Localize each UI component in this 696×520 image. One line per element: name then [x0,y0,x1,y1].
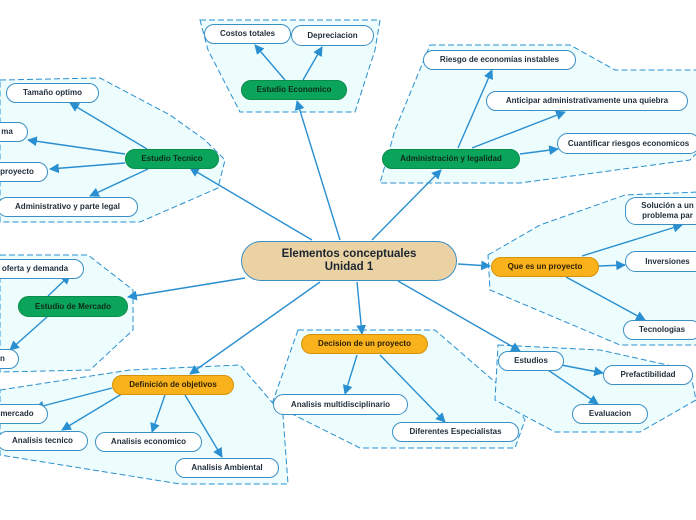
node-depreciacion[interactable]: Depreciacion [291,25,374,46]
node-estudio-mercado[interactable]: Estudio de Mercado [18,296,128,317]
node-analisis-tecnico[interactable]: Analisis tecnico [0,431,88,451]
node-solucion-line1: Solución a un [641,201,694,210]
node-prefactibilidad[interactable]: Prefactibilidad [603,365,693,385]
node-analisis-ambiental[interactable]: Analisis Ambiental [175,458,279,478]
node-cuantificar-riesgos[interactable]: Cuantificar riesgos economicos [557,133,696,154]
node-proyecto[interactable]: proyecto [0,162,48,182]
node-riesgo-economias[interactable]: Riesgo de economías instables [423,50,576,70]
region-estudio-tecnico [0,77,226,223]
node-solucion-line2: problema par [642,211,693,220]
node-oferta-demanda[interactable]: oferta y demanda [0,259,84,279]
node-mercado[interactable]: mercado [0,404,48,424]
node-que-es-proyecto[interactable]: Que es un proyecto [491,257,599,277]
node-costos-totales[interactable]: Costos totales [204,24,291,44]
node-decision-proyecto[interactable]: Decision de un proyecto [301,334,428,354]
node-solucion-problema[interactable]: Solución a un problema par [625,197,696,225]
node-tecnologias[interactable]: Tecnologias [623,320,696,340]
node-ma[interactable]: ma [0,122,28,142]
node-estudios[interactable]: Estudios [498,351,564,371]
central-title-line2: Unidad 1 [324,261,374,273]
node-inversiones[interactable]: Inversiones [625,251,696,272]
node-estudio-tecnico[interactable]: Estudio Tecnico [125,149,219,169]
node-analisis-multidisciplinario[interactable]: Analisis multidisciplinario [273,394,408,415]
node-evaluacion[interactable]: Evaluacion [572,404,648,424]
node-anticipar-quiebra[interactable]: Anticipar administrativamente una quiebr… [486,91,688,111]
node-estudio-economico[interactable]: Estudio Economico [241,80,347,100]
node-n[interactable]: n [0,349,19,369]
central-topic[interactable]: Elementos conceptuales Unidad 1 [241,241,457,281]
node-tamano-optimo[interactable]: Tamaño optimo [6,83,99,103]
node-administracion-legalidad[interactable]: Administración y legalidad [382,149,520,169]
central-title-line1: Elementos conceptuales [281,248,417,260]
node-diferentes-especialistas[interactable]: Diferentes Especialistas [392,422,519,442]
node-administrativo-legal[interactable]: Administrativo y parte legal [0,197,138,217]
node-analisis-economico[interactable]: Analisis economico [95,432,202,452]
node-definicion-objetivos[interactable]: Definición de objetivos [112,375,234,395]
